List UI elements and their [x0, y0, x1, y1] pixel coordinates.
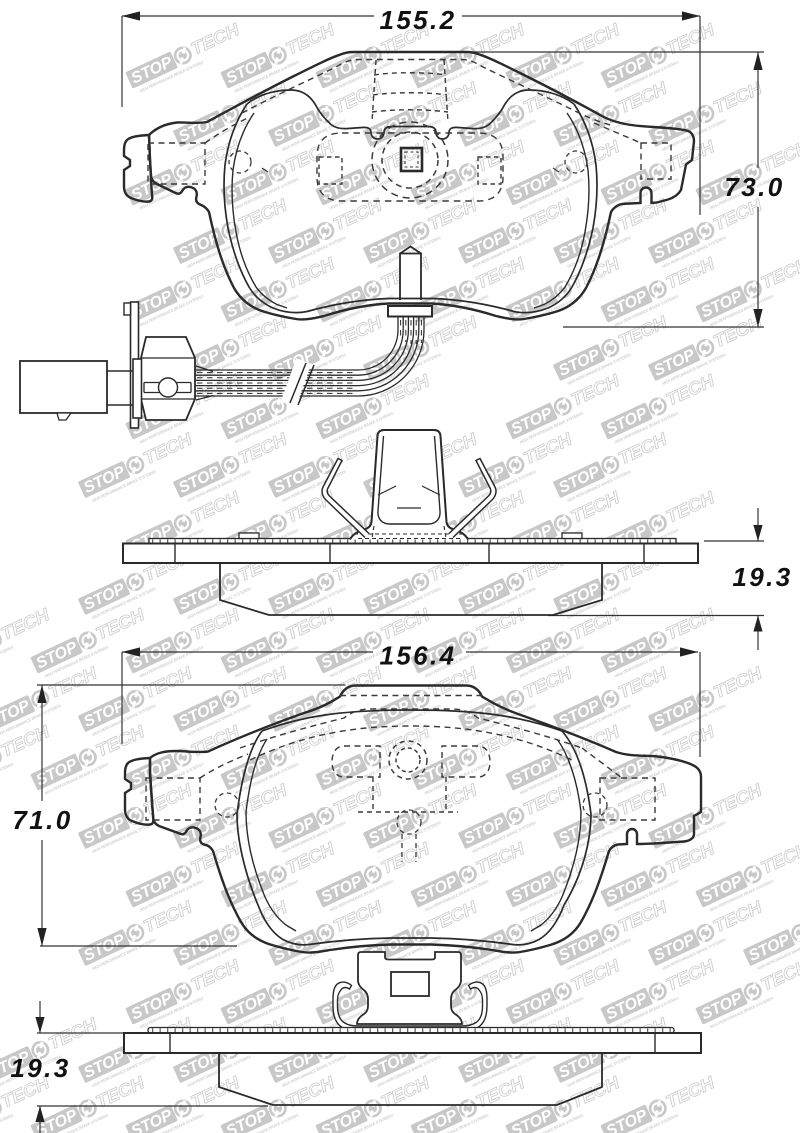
svg-text:155.2: 155.2 [379, 5, 456, 35]
svg-text:71.0: 71.0 [12, 805, 72, 835]
svg-text:156.4: 156.4 [379, 641, 456, 671]
svg-text:73.0: 73.0 [724, 172, 784, 202]
svg-text:19.3: 19.3 [732, 562, 792, 592]
svg-text:19.3: 19.3 [10, 1053, 70, 1083]
